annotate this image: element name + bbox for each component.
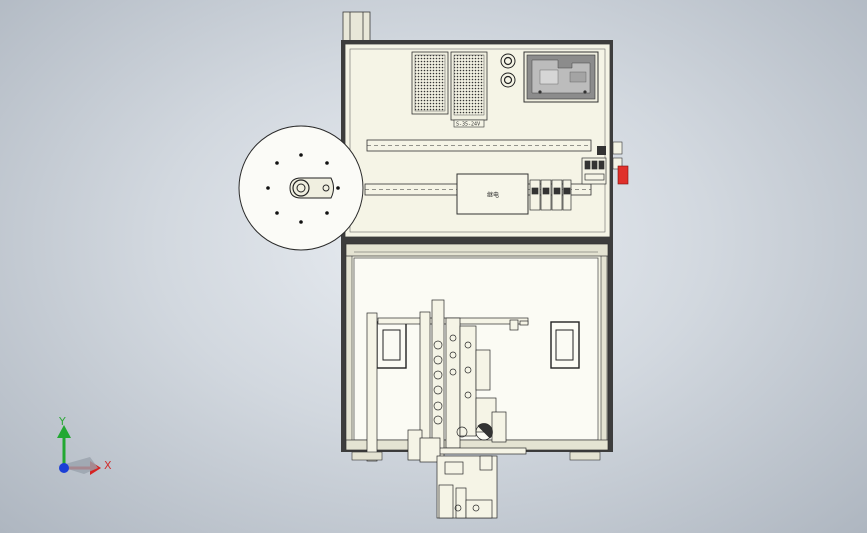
side-switches[interactable] bbox=[597, 141, 623, 170]
circuit-breakers[interactable] bbox=[529, 179, 572, 211]
label-reel[interactable] bbox=[238, 125, 364, 251]
base-feet bbox=[351, 451, 601, 461]
hmi-touchscreen[interactable] bbox=[523, 51, 599, 103]
x-axis-label: X bbox=[104, 459, 112, 472]
din-rail-upper bbox=[366, 139, 592, 152]
labeling-mechanism[interactable] bbox=[366, 299, 529, 463]
outfeed-unit[interactable] bbox=[436, 455, 498, 519]
relay-module[interactable]: 继电 bbox=[456, 173, 529, 215]
top-mounting-column bbox=[342, 11, 371, 45]
switching-power-supply[interactable]: S-35-24V bbox=[411, 51, 488, 128]
y-axis-label: Y bbox=[58, 415, 66, 428]
access-window-right[interactable] bbox=[550, 321, 580, 369]
indicator-knobs[interactable] bbox=[500, 53, 516, 88]
relay-module-label: 继电 bbox=[487, 191, 499, 199]
power-supply-label: S-35-24V bbox=[456, 122, 480, 128]
emergency-stop-button[interactable] bbox=[617, 165, 629, 185]
terminal-block[interactable] bbox=[581, 157, 607, 185]
coordinate-triad: Y X bbox=[57, 415, 112, 475]
